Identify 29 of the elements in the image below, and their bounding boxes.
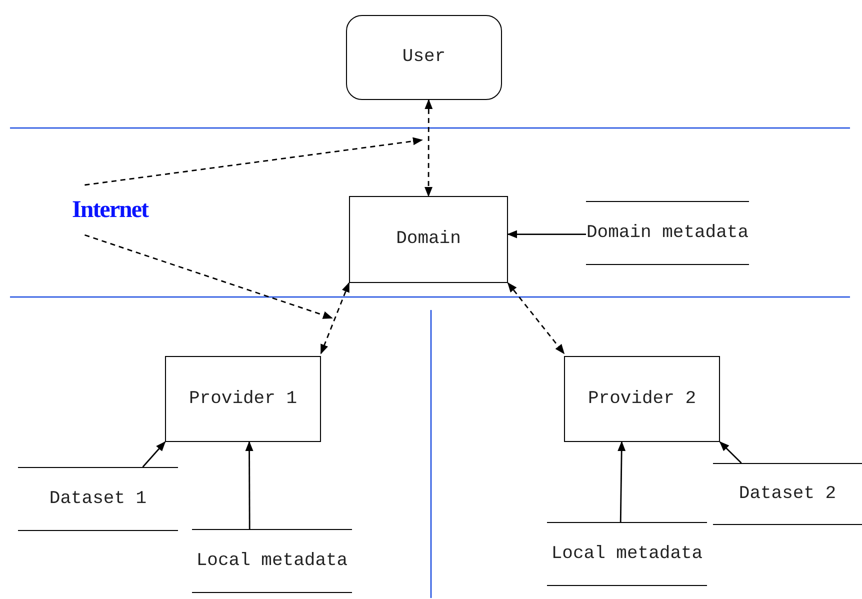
process-box [349, 196, 508, 283]
node-label: Domain metadata [586, 222, 749, 244]
node-label: Local metadata [551, 542, 703, 566]
user-box [346, 15, 502, 100]
data-store [192, 529, 352, 593]
dashed-arrow [320, 282, 350, 354]
arrow [142, 441, 166, 468]
data-store [18, 467, 178, 531]
dashed-arrow [84, 137, 423, 186]
arrow [245, 441, 254, 529]
dashed-arrow [84, 234, 333, 319]
node-label: Local metadata [196, 550, 348, 572]
node-label: User [402, 46, 446, 69]
data-store [547, 522, 707, 586]
dashed-arrow [507, 282, 565, 354]
node-label: Dataset 1 [49, 488, 147, 510]
node-label: Provider 1 [188, 388, 298, 410]
node-label: Dataset 2 [738, 482, 836, 506]
network-label: Internet [72, 196, 148, 225]
arrow [719, 441, 742, 464]
process-box [165, 356, 321, 442]
node-label: Provider 2 [588, 388, 696, 410]
node-label: Domain [396, 228, 461, 251]
data-store [713, 463, 862, 525]
arrow [618, 441, 626, 522]
data-store [586, 201, 749, 265]
process-box [564, 356, 720, 442]
arrow [507, 230, 586, 238]
dashed-arrow [424, 99, 433, 197]
